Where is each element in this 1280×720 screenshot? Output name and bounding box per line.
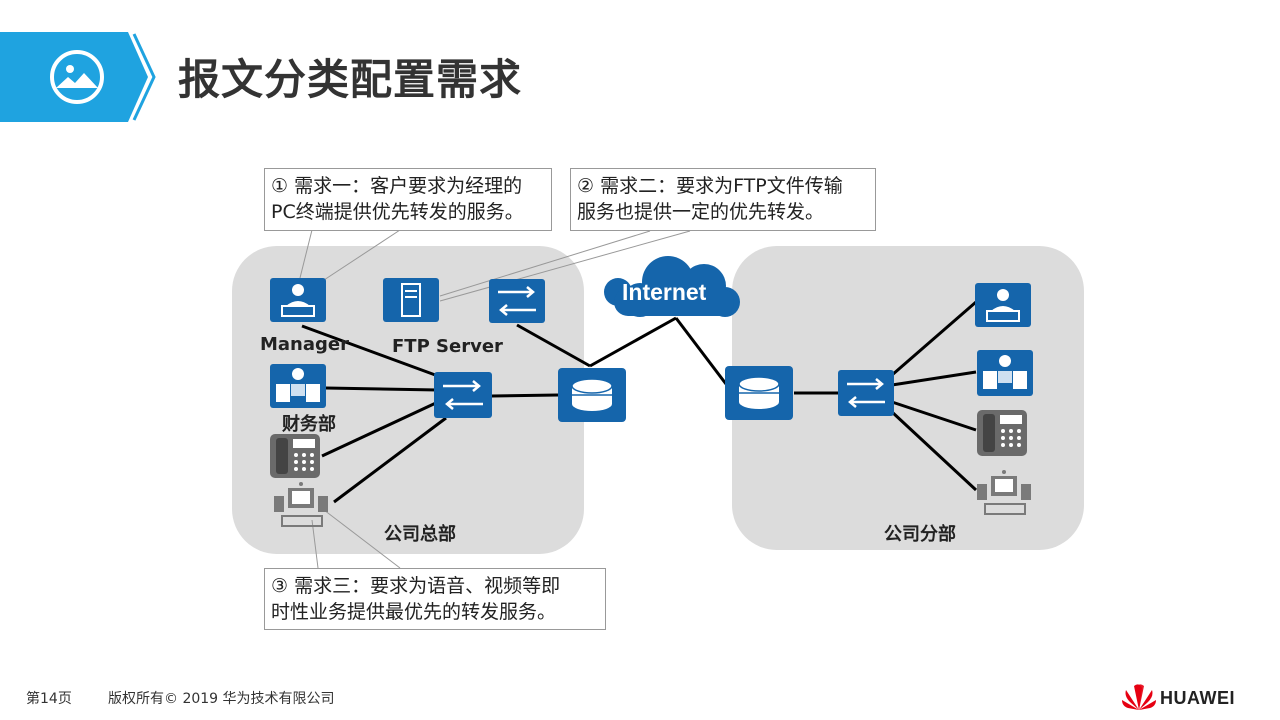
hq-phone-icon — [270, 434, 320, 478]
brand-name: HUAWEI — [1160, 688, 1235, 708]
requirement-3-line-1: ③ 需求三：要求为语音、视频等即 — [271, 575, 561, 597]
requirement-1-line-2: PC终端提供优先转发的服务。 — [271, 201, 524, 223]
requirement-2-line-2: 服务也提供一定的优先转发。 — [577, 201, 825, 223]
branch-video-terminal-icon — [977, 470, 1031, 515]
internet-label: Internet — [622, 279, 707, 305]
branch-switch-icon — [838, 370, 894, 416]
finance-label: 财务部 — [282, 414, 336, 435]
branch-finance-icon — [977, 350, 1033, 396]
copyright: 版权所有© 2019 华为技术有限公司 — [108, 691, 335, 707]
requirement-2-callout: ② 需求二：要求为FTP文件传输 服务也提供一定的优先转发。 — [570, 168, 876, 231]
hq-upper-switch-icon — [489, 279, 545, 323]
ftp-server-icon — [383, 278, 439, 322]
requirement-1-callout: ① 需求一：客户要求为经理的 PC终端提供优先转发的服务。 — [264, 168, 552, 231]
branch-router-icon — [725, 366, 793, 420]
branch-label: 公司分部 — [884, 524, 956, 545]
internet-cloud-icon — [604, 256, 740, 317]
requirement-1-line-1: ① 需求一：客户要求为经理的 — [271, 175, 523, 197]
requirement-3-line-2: 时性业务提供最优先的转发服务。 — [271, 601, 557, 623]
page-title: 报文分类配置需求 — [178, 55, 523, 104]
branch-pc-icon — [975, 283, 1031, 327]
finance-icon — [270, 364, 326, 408]
manager-label: Manager — [260, 334, 349, 355]
hq-core-switch-icon — [434, 372, 492, 418]
ftp-server-label: FTP Server — [392, 336, 503, 357]
manager-pc-icon — [270, 278, 326, 322]
huawei-logo-icon — [1122, 684, 1156, 710]
branch-phone-icon — [977, 410, 1027, 456]
requirement-3-callout: ③ 需求三：要求为语音、视频等即 时性业务提供最优先的转发服务。 — [264, 568, 606, 630]
hq-router-icon — [558, 368, 626, 422]
hq-video-terminal-icon — [274, 482, 328, 527]
page-number: 第14页 — [26, 691, 72, 707]
hq-label: 公司总部 — [384, 524, 456, 545]
header-tab — [0, 32, 156, 122]
requirement-2-line-1: ② 需求二：要求为FTP文件传输 — [577, 175, 843, 197]
image-icon — [50, 50, 104, 104]
